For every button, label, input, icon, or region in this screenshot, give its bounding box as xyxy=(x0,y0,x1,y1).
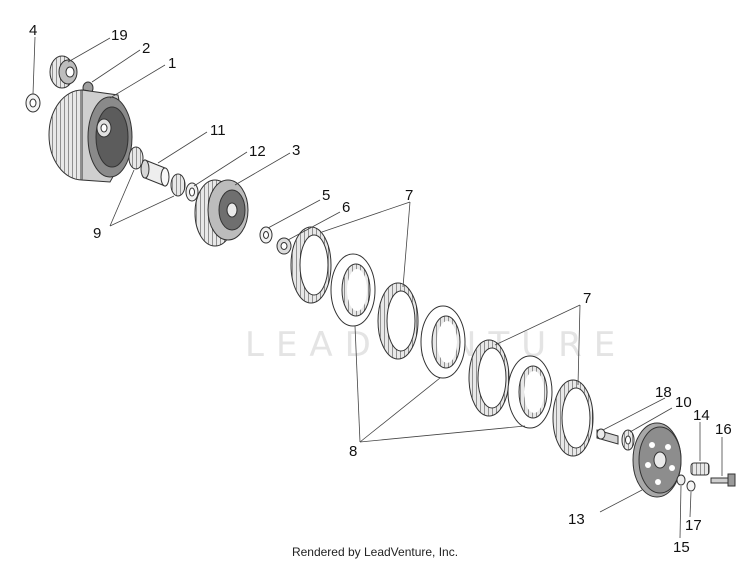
part-friction-plate-2[interactable] xyxy=(377,282,419,360)
callout-2[interactable]: 2 xyxy=(142,40,150,57)
part-friction-plate-4[interactable] xyxy=(552,379,594,457)
leader-lines xyxy=(32,36,723,539)
callout-5[interactable]: 5 xyxy=(322,187,330,204)
callout-12[interactable]: 12 xyxy=(249,143,266,160)
part-steel-plate-3[interactable] xyxy=(507,355,553,429)
callout-labels: 4 19 2 1 11 12 3 9 5 6 7 7 8 18 10 14 16… xyxy=(29,22,732,556)
part-clutch-hub-3[interactable] xyxy=(194,179,249,247)
part-bolt-16[interactable] xyxy=(710,473,736,487)
callout-10[interactable]: 10 xyxy=(675,394,692,411)
part-friction-plate-3[interactable] xyxy=(468,339,510,417)
footer-credit: Rendered by LeadVenture, Inc. xyxy=(291,545,459,559)
callout-4[interactable]: 4 xyxy=(29,22,37,39)
part-sleeve-11[interactable] xyxy=(140,159,170,187)
part-push-rod-18[interactable] xyxy=(596,428,619,445)
part-friction-plate-1[interactable] xyxy=(290,226,332,304)
part-washer-15[interactable] xyxy=(676,474,686,486)
callout-13[interactable]: 13 xyxy=(568,511,585,528)
callout-17[interactable]: 17 xyxy=(685,517,702,534)
part-needle-bearing-9b[interactable] xyxy=(170,173,186,197)
part-washer-17[interactable] xyxy=(686,480,696,492)
part-needle-bearing-9a[interactable] xyxy=(128,146,144,170)
callout-11[interactable]: 11 xyxy=(210,122,226,139)
part-pressure-plate-13[interactable] xyxy=(632,422,682,498)
part-bearing-10[interactable] xyxy=(621,429,635,451)
part-gear-19[interactable] xyxy=(49,55,78,89)
callout-15[interactable]: 15 xyxy=(673,539,690,556)
part-steel-plate-1[interactable] xyxy=(330,253,376,327)
callout-19[interactable]: 19 xyxy=(111,27,128,44)
callout-7a[interactable]: 7 xyxy=(405,187,413,204)
callout-8[interactable]: 8 xyxy=(349,443,357,460)
part-steel-plate-2[interactable] xyxy=(420,305,466,379)
callout-7b[interactable]: 7 xyxy=(583,290,591,307)
part-washer-12[interactable] xyxy=(185,182,199,202)
callout-3[interactable]: 3 xyxy=(292,142,300,159)
callout-14[interactable]: 14 xyxy=(693,407,710,424)
callout-18[interactable]: 18 xyxy=(655,384,672,401)
callout-16[interactable]: 16 xyxy=(715,421,732,438)
part-spring-14[interactable] xyxy=(690,462,710,476)
part-nut-6[interactable] xyxy=(276,237,292,255)
part-washer-4[interactable] xyxy=(25,93,41,113)
callout-6[interactable]: 6 xyxy=(342,199,350,216)
callout-1[interactable]: 1 xyxy=(168,55,176,72)
part-clutch-housing-1[interactable] xyxy=(48,89,133,183)
part-washer-5[interactable] xyxy=(259,226,273,244)
callout-9[interactable]: 9 xyxy=(93,225,101,242)
